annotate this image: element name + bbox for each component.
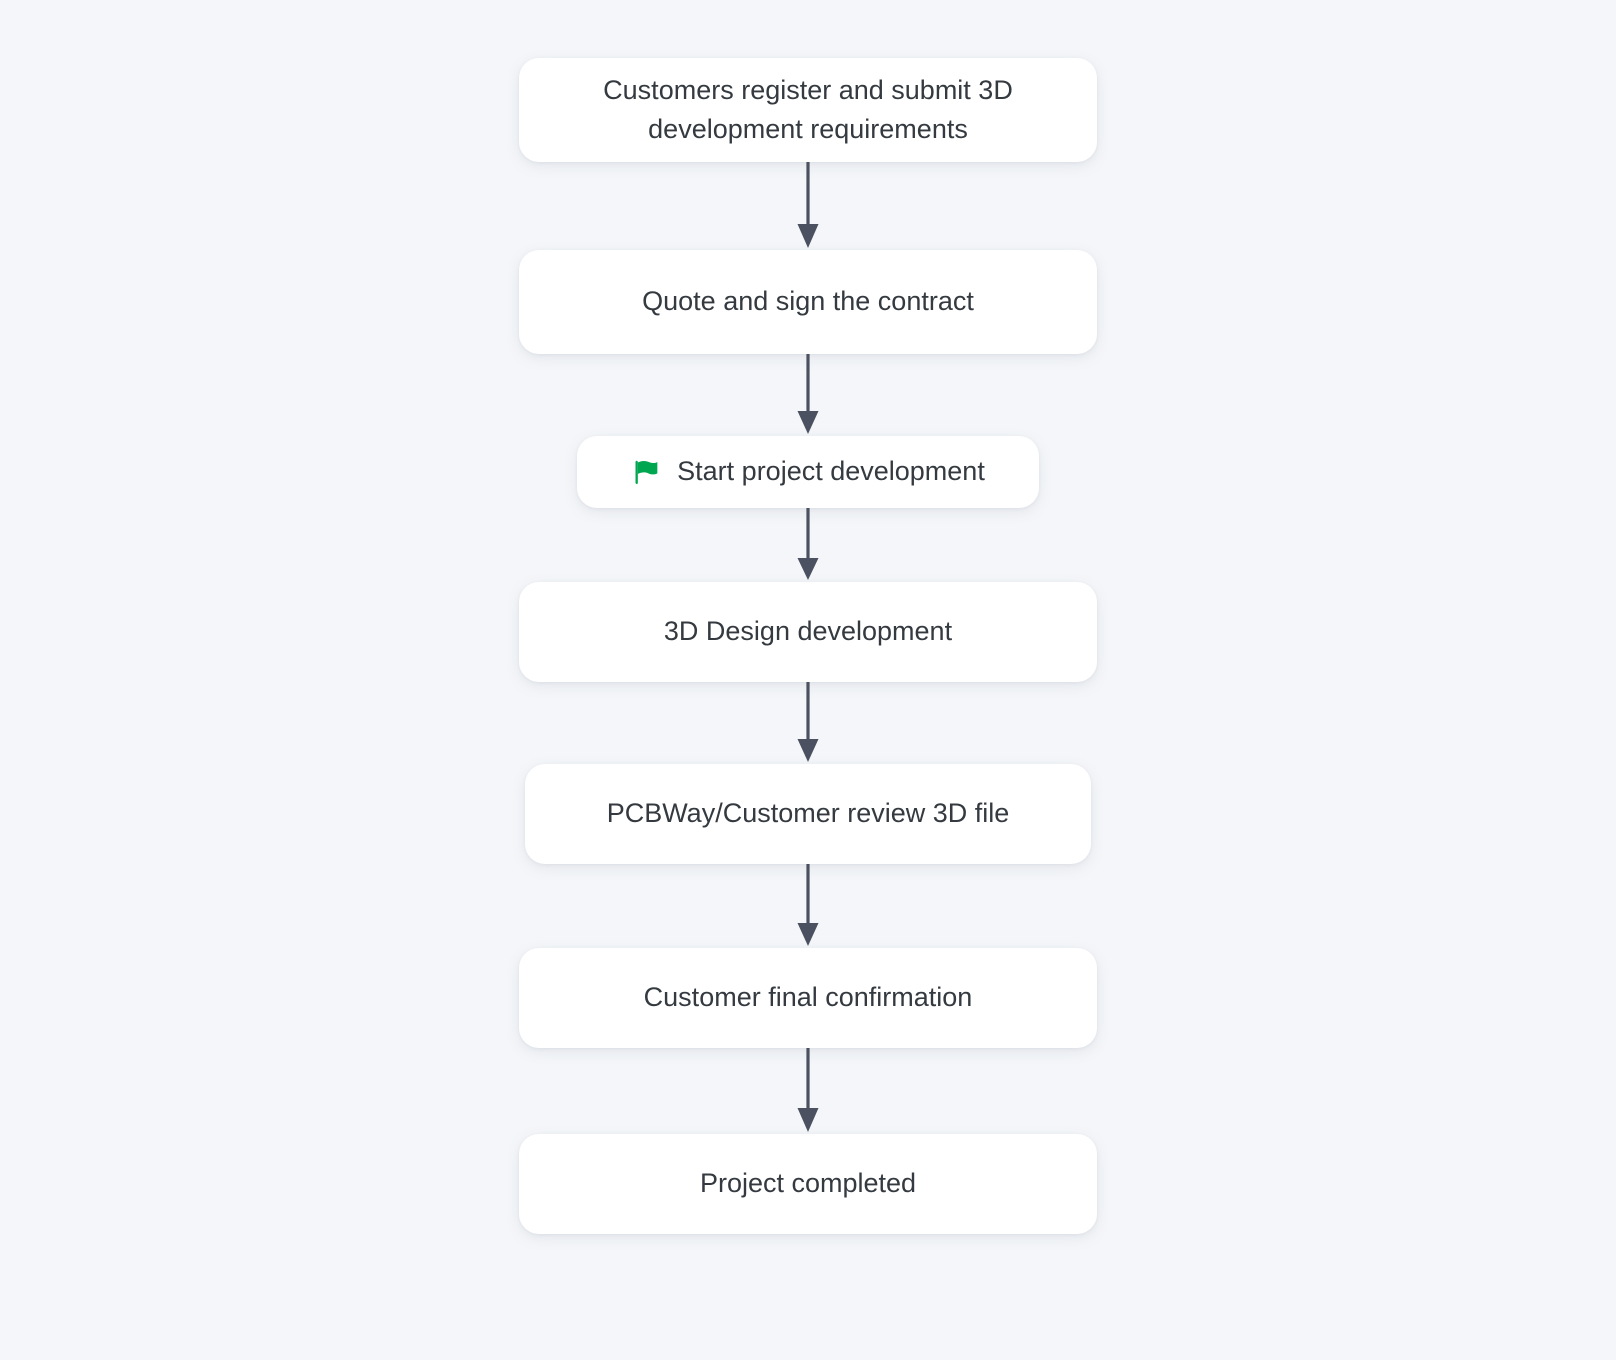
flow-node-label: Quote and sign the contract: [642, 286, 974, 317]
node-content-row: Start project development: [631, 452, 985, 491]
flow-node-review-3d-file[interactable]: PCBWay/Customer review 3D file: [525, 764, 1091, 864]
flow-node-quote[interactable]: Quote and sign the contract: [519, 250, 1097, 354]
arrow-connector-quote-to-start: [797, 354, 819, 434]
green-flag-icon: [635, 460, 658, 484]
flow-node-label: Customers register and submit 3D develop…: [603, 74, 1013, 144]
flow-node-label: Project completed: [699, 1168, 917, 1199]
arrow-connector-design-to-review: [797, 682, 819, 762]
arrow-connector-register-to-quote: [797, 162, 819, 248]
flow-node-register[interactable]: Customers register and submit 3D develop…: [519, 58, 1097, 162]
arrow-connector-review-to-confirm: [797, 864, 819, 946]
flow-node-label: 3D Design development: [663, 616, 953, 647]
arrow-connector-confirm-to-completed: [797, 1048, 819, 1132]
flow-node-label: Start project development: [677, 456, 985, 487]
flow-node-customer-final-confirmation[interactable]: Customer final confirmation: [519, 948, 1097, 1048]
flow-node-design-development[interactable]: 3D Design development: [519, 582, 1097, 682]
flow-node-label: Customer final confirmation: [643, 982, 973, 1013]
flow-node-label: PCBWay/Customer review 3D file: [606, 798, 1010, 829]
arrow-connector-start-to-design: [797, 508, 819, 580]
flow-node-start-project-development[interactable]: Start project development: [577, 436, 1039, 508]
flow-node-project-completed[interactable]: Project completed: [519, 1134, 1097, 1234]
